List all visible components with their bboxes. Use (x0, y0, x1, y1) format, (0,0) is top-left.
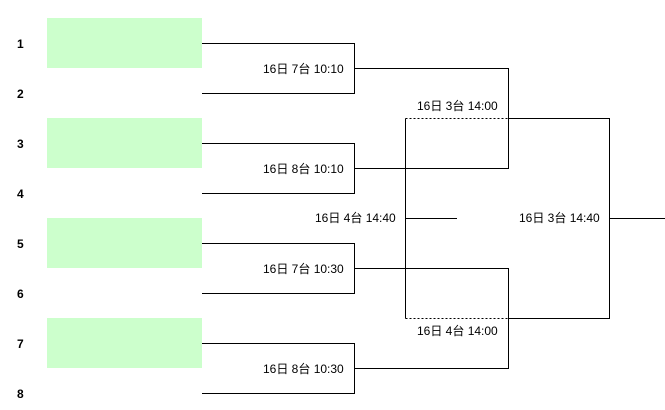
team-entry-box-5[interactable] (47, 218, 202, 268)
seed-number-3: 3 (17, 137, 24, 151)
match-label-sf-bottom: 16日 4台 14:00 (417, 324, 498, 338)
team-entry-box-1[interactable] (47, 18, 202, 68)
match-label-r1-m1: 16日 7台 10:10 (263, 62, 344, 76)
seed-number-5: 5 (17, 237, 24, 251)
seed-number-2: 2 (17, 87, 24, 101)
seed-number-7: 7 (17, 337, 24, 351)
seed-number-6: 6 (17, 287, 24, 301)
seed-number-4: 4 (17, 187, 24, 201)
match-label-third-place: 16日 4台 14:40 (315, 211, 396, 225)
seed-number-1: 1 (17, 37, 24, 51)
match-label-sf-top: 16日 3台 14:00 (417, 99, 498, 113)
match-label-r1-m2: 16日 8台 10:10 (263, 162, 344, 176)
team-entry-box-3[interactable] (47, 118, 202, 168)
team-entry-box-7[interactable] (47, 318, 202, 368)
match-label-final: 16日 3台 14:40 (519, 211, 600, 225)
seed-number-8: 8 (17, 387, 24, 401)
match-label-r1-m3: 16日 7台 10:30 (263, 262, 344, 276)
match-label-r1-m4: 16日 8台 10:30 (263, 362, 344, 376)
